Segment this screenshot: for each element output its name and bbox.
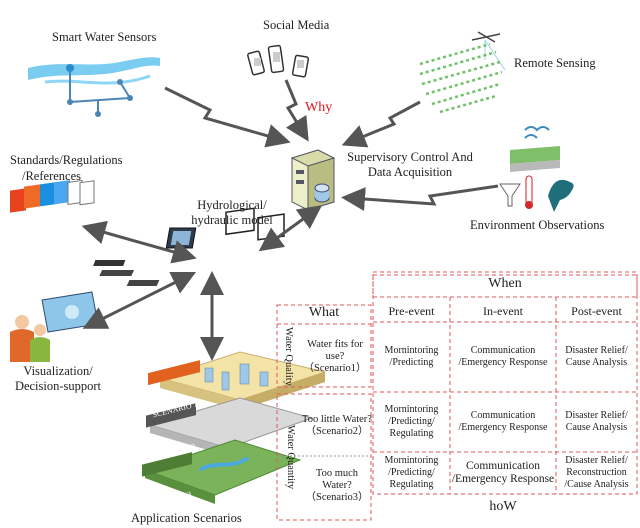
table-frame: [276, 271, 638, 521]
cell-r2-in: Communication /Emergency Response: [458, 410, 548, 433]
column-post-event: Post-event: [571, 304, 622, 318]
column-in-event: In-event: [483, 304, 523, 318]
row-question-2: Too little Water?（Scenario2）: [302, 414, 372, 437]
label-application-scenarios: Application Scenarios: [131, 511, 242, 525]
data-flow-arrows: [164, 79, 499, 212]
cell-r2-post: Disaster Relief/ Cause Analysis: [565, 410, 628, 433]
row-question-3: Too much Water?（Scenario3）: [305, 468, 369, 503]
table-footer-how: hoW: [489, 499, 517, 514]
application-scenarios-icon: [142, 351, 327, 504]
column-pre-event: Pre-event: [388, 304, 435, 318]
cell-r3-post: Disaster Relief/ Reconstruction /Cause A…: [564, 455, 629, 490]
label-visualization-line1: Visualization/: [23, 364, 93, 378]
label-hydrological-line2: hydraulic model: [191, 213, 273, 227]
label-standards-line2: /References: [22, 169, 81, 183]
scada-server-icon: [290, 149, 336, 211]
category-water-quality: Water Quality: [283, 326, 294, 386]
label-environment-observations: Environment Observations: [470, 218, 605, 232]
standards-documents-icon: [10, 179, 95, 213]
remote-sensing-icon: [419, 31, 506, 114]
cell-r1-pre: Mornintoring /Predicting: [384, 345, 439, 368]
cell-r3-in: Communication /Emergency Response: [451, 460, 555, 485]
label-scada-line2: Data Acquisition: [367, 165, 453, 179]
cell-r1-in: Communication /Emergency Response: [458, 345, 548, 368]
label-smart-water-sensors: Smart Water Sensors: [52, 30, 157, 44]
cell-r2-pre: Mornintoring /Predicting/ Regulating: [384, 404, 439, 439]
label-why: Why: [305, 100, 333, 115]
label-visualization-line2: Decision-support: [14, 379, 102, 393]
row-question-1: Water fits for use?（Scenario1）: [303, 339, 367, 374]
cell-r1-post: Disaster Relief/ Cause Analysis: [565, 345, 628, 368]
category-water-quantity: Water Quantity: [285, 424, 296, 490]
bidirectional-arrows: [81, 205, 323, 361]
label-hydrological-line1: Hydrological/: [197, 198, 267, 212]
table-header-when: When: [488, 276, 522, 291]
table-header-what: What: [308, 305, 340, 320]
visualization-people-icon: [10, 291, 99, 362]
label-standards-line1: Standards/Regulations: [10, 153, 123, 167]
social-media-icon: [247, 44, 310, 78]
environment-observations-icon: [499, 126, 574, 212]
label-scada-line1: Supervisory Control And: [347, 150, 473, 164]
label-remote-sensing: Remote Sensing: [514, 56, 596, 70]
label-social-media: Social Media: [263, 18, 330, 32]
smart-water-sensors-icon: [28, 57, 160, 117]
cell-r3-pre: Mornintoring /Predicting/ Regulating: [384, 455, 439, 490]
